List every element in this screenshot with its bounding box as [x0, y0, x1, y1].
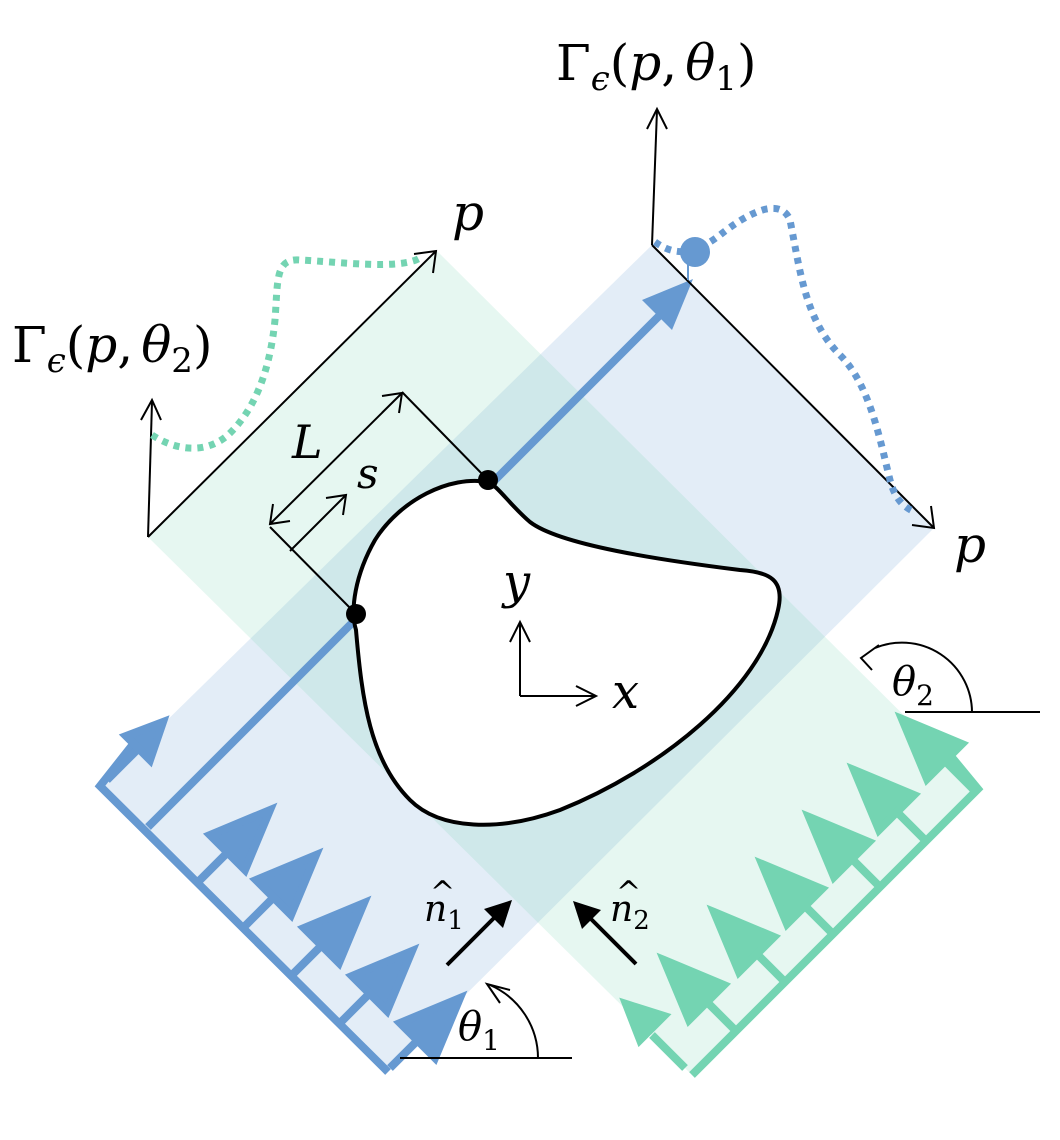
connector-top [401, 391, 489, 481]
object-boundary [351, 478, 782, 827]
projection-sample-point [680, 237, 710, 267]
gamma-axis-theta1 [651, 109, 658, 246]
label-s: s [357, 449, 379, 498]
label-gamma-theta2: Γϵ(p,θ2) [12, 316, 212, 381]
normal-n1-arrow [445, 913, 499, 967]
label-theta2: θ2 [892, 659, 934, 712]
p-axis-theta2 [147, 250, 437, 538]
blue-ray-arrows [104, 715, 468, 1071]
main-blue-ray-head [642, 279, 693, 330]
blue-source-frame [94, 740, 391, 1075]
label-n2: n2 ^ [610, 875, 650, 936]
label-p-theta2: p [452, 184, 484, 242]
svg-text:^: ^ [616, 875, 641, 910]
label-p-theta1: p [954, 516, 986, 574]
connector-bottom [269, 526, 357, 615]
projection-curve-theta1 [652, 204, 917, 516]
label-y: y [501, 554, 531, 610]
normal-n2-arrow [586, 914, 638, 966]
label-n1: n1 ^ [424, 875, 464, 936]
angle-theta2-arc [874, 641, 973, 713]
length-L-arrow [269, 392, 403, 525]
projection-curve-theta2 [150, 254, 422, 452]
svg-text:n1: n1 [424, 889, 464, 936]
s-arrow [289, 494, 347, 552]
svg-text:^: ^ [430, 875, 455, 910]
label-theta1: θ1 [458, 1004, 500, 1057]
label-gamma-theta1: Γϵ(p,θ1) [556, 34, 756, 99]
label-L: L [291, 415, 323, 469]
green-ray-arrows [619, 711, 976, 1071]
label-x: x [612, 664, 639, 720]
gamma-axis-theta2 [147, 401, 153, 538]
svg-text:n2: n2 [610, 889, 650, 936]
angle-theta1-arc [489, 984, 539, 1059]
